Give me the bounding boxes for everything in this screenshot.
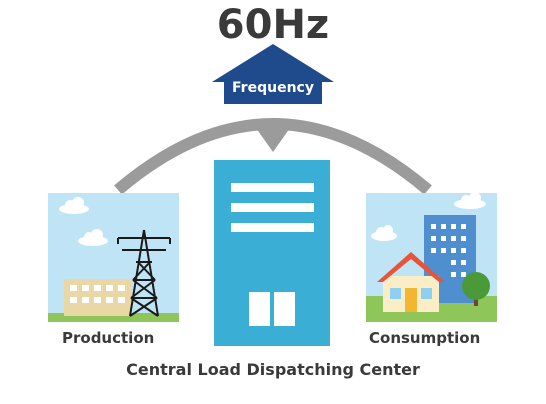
arc-arrowhead: [256, 128, 290, 152]
cloud-icon: [371, 225, 397, 241]
production-panel: [48, 193, 179, 322]
flow-arc: [114, 118, 432, 195]
cloud-icon: [454, 192, 486, 209]
frequency-arrow: Frequency: [212, 44, 334, 104]
consumption-panel: [366, 192, 497, 322]
house-icon: [377, 252, 445, 312]
cloud-icon: [78, 229, 108, 246]
frequency-value: 60Hz: [216, 2, 330, 48]
consumption-label: Consumption: [369, 329, 481, 347]
central-building-icon: [214, 160, 330, 346]
tree-icon: [462, 272, 490, 306]
factory-icon: [64, 279, 132, 316]
transmission-tower-icon: [117, 229, 171, 317]
production-label: Production: [62, 329, 155, 347]
frequency-arrow-label: Frequency: [232, 80, 314, 96]
central-load-dispatching-center-label: Central Load Dispatching Center: [126, 360, 420, 379]
cloud-icon: [59, 197, 89, 214]
